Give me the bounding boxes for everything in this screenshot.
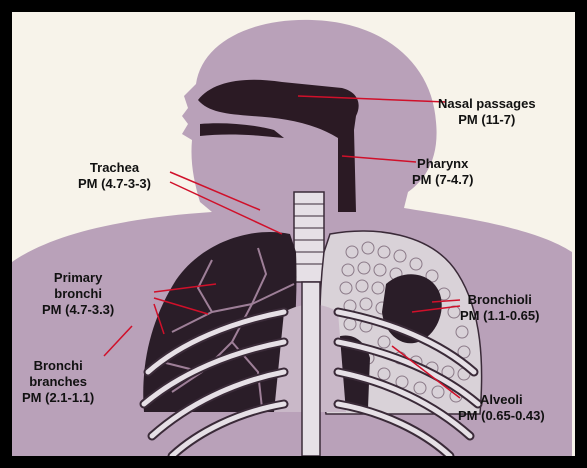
nasal-pm: PM (11-7) (438, 112, 536, 128)
primary-bronchi-line2: bronchi (42, 286, 114, 302)
primary-bronchi-line1: Primary (42, 270, 114, 286)
alveoli-pm: PM (0.65-0.43) (458, 408, 545, 424)
label-bronchi-branches: Bronchi branches PM (2.1-1.1) (22, 358, 94, 406)
trachea-name: Trachea (78, 160, 151, 176)
bronchi-branches-line1: Bronchi (22, 358, 94, 374)
label-alveoli: Alveoli PM (0.65-0.43) (458, 392, 545, 424)
primary-bronchi-pm: PM (4.7-3.3) (42, 302, 114, 318)
label-bronchioli: Bronchioli PM (1.1-0.65) (460, 292, 539, 324)
sternum (302, 282, 320, 456)
bronchi-branches-pm: PM (2.1-1.1) (22, 390, 94, 406)
label-primary-bronchi: Primary bronchi PM (4.7-3.3) (42, 270, 114, 318)
bronchi-branches-line2: branches (22, 374, 94, 390)
label-nasal-passages: Nasal passages PM (11-7) (438, 96, 536, 128)
label-pharynx: Pharynx PM (7-4.7) (412, 156, 473, 188)
trachea-pm: PM (4.7-3-3) (78, 176, 151, 192)
pharynx-pm: PM (7-4.7) (412, 172, 473, 188)
diagram-panel: Nasal passages PM (11-7) Pharynx PM (7-4… (12, 12, 575, 456)
respiratory-system-illustration (12, 12, 575, 456)
pharynx-name: Pharynx (412, 156, 473, 172)
bronchioli-name: Bronchioli (460, 292, 539, 308)
trachea-tube (294, 192, 324, 282)
nasal-name: Nasal passages (438, 96, 536, 112)
label-trachea: Trachea PM (4.7-3-3) (78, 160, 151, 192)
alveoli-name: Alveoli (458, 392, 545, 408)
bronchioli-pm: PM (1.1-0.65) (460, 308, 539, 324)
